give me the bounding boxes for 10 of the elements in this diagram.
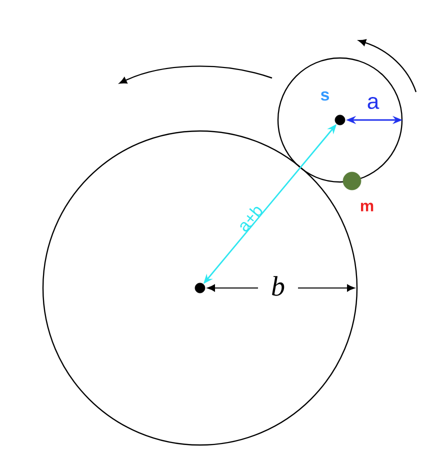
large-circle <box>42 130 358 446</box>
center-dot <box>334 114 346 126</box>
point-label: s <box>320 91 330 101</box>
edge-label: a+b <box>240 206 262 232</box>
small-circle <box>277 57 403 183</box>
dimension-label: b <box>272 276 284 296</box>
center-dot <box>194 282 206 294</box>
edge-label: a <box>368 96 380 110</box>
mass-label: m <box>360 202 374 212</box>
mass-dot <box>342 172 362 190</box>
